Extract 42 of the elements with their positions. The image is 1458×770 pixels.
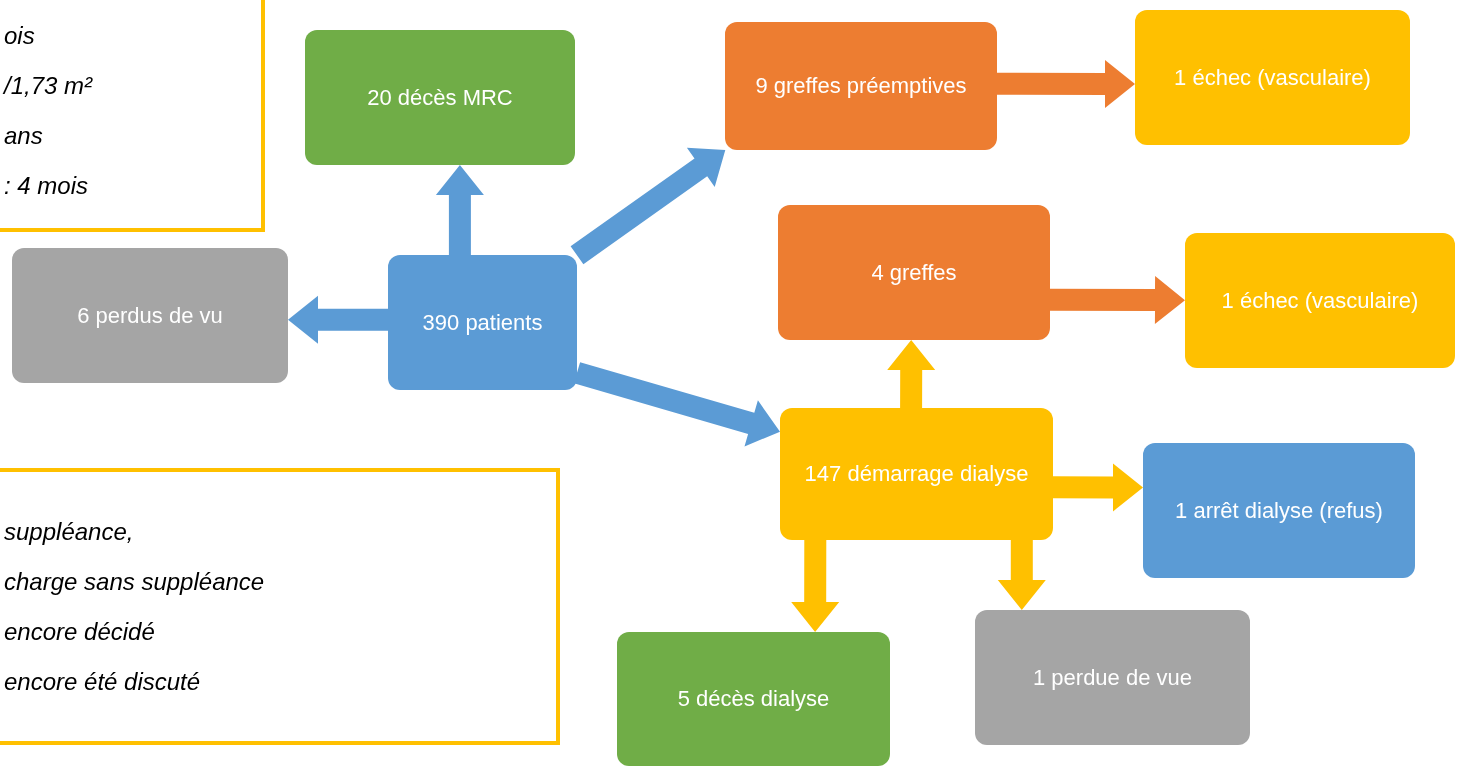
- process-box: [388, 255, 577, 390]
- note-text: : 4 mois: [4, 171, 89, 201]
- block-arrow: [791, 540, 840, 632]
- box-label: 390 patients: [422, 308, 543, 337]
- process-box: [780, 408, 1053, 540]
- note-box: [0, 0, 265, 232]
- block-arrow: [997, 540, 1046, 610]
- block-arrow: [435, 165, 484, 255]
- note-text: ois: [4, 21, 35, 51]
- note-text: encore décidé: [4, 616, 155, 647]
- block-arrow: [570, 147, 726, 265]
- box-label: 1 échec (vasculaire): [1221, 286, 1419, 315]
- block-arrow: [573, 362, 780, 447]
- process-box: [725, 22, 997, 150]
- box-label: 1 échec (vasculaire): [1174, 63, 1371, 92]
- process-box: [1185, 233, 1455, 368]
- note-text: suppléance,: [4, 516, 134, 547]
- note-text: charge sans suppléance: [4, 566, 265, 597]
- note-text: ans: [4, 121, 43, 151]
- process-box: [1143, 443, 1415, 578]
- block-arrow: [1053, 463, 1143, 512]
- process-box: [12, 248, 288, 383]
- box-label: 1 arrêt dialyse (refus): [1175, 496, 1383, 525]
- box-label: 20 décès MRC: [367, 83, 513, 112]
- note-text: /1,73 m²: [4, 71, 93, 101]
- block-arrow: [288, 295, 388, 344]
- block-arrow: [997, 59, 1135, 108]
- process-box: [617, 632, 890, 766]
- block-arrow: [887, 340, 936, 408]
- note-box: [0, 468, 560, 745]
- box-label: 5 décès dialyse: [677, 685, 830, 713]
- process-box: [778, 205, 1050, 340]
- box-label: 4 greffes: [871, 258, 957, 287]
- process-box: [305, 30, 575, 165]
- box-label: 9 greffes préemptives: [755, 72, 967, 100]
- box-label: 147 démarrage dialyse: [804, 460, 1029, 488]
- box-label: 6 perdus de vu: [77, 301, 223, 330]
- process-box: [975, 610, 1250, 745]
- box-label: 1 perdue de vue: [1033, 663, 1192, 692]
- process-box: [1135, 10, 1410, 145]
- note-text: encore été discuté: [4, 666, 201, 697]
- block-arrow: [1050, 276, 1185, 325]
